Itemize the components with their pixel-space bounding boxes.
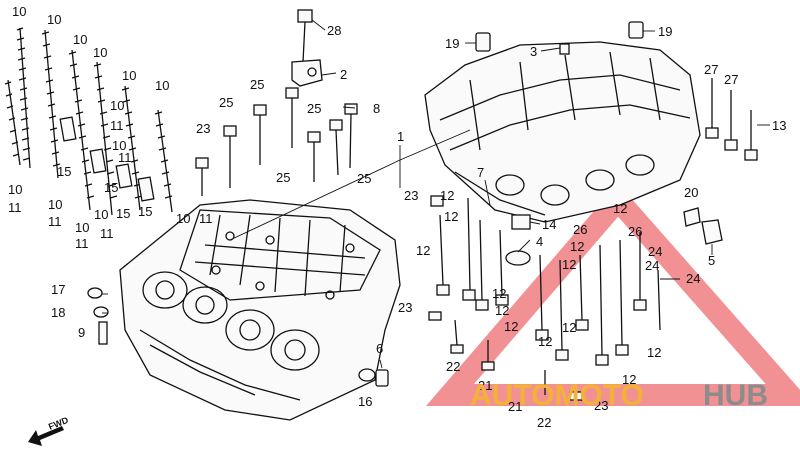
callout-7: 7 <box>477 165 484 180</box>
callout-12: 12 <box>495 303 509 318</box>
callout-12: 12 <box>444 209 458 224</box>
callout-14: 14 <box>542 217 556 232</box>
callout-23: 23 <box>196 121 210 136</box>
callout-15: 15 <box>116 206 130 221</box>
callout-19: 19 <box>658 24 672 39</box>
callout-12: 12 <box>562 320 576 335</box>
callout-16: 16 <box>358 394 372 409</box>
callout-10: 10 <box>176 211 190 226</box>
callout-23: 23 <box>404 188 418 203</box>
watermark-text: AUTOMOTO HUB <box>470 379 768 412</box>
bolts-27-13 <box>705 78 758 161</box>
callout-25: 25 <box>219 95 233 110</box>
callout-4: 4 <box>536 234 543 249</box>
watermark-word-hub: HUB <box>703 379 768 412</box>
callout-12: 12 <box>562 257 576 272</box>
callout-22: 22 <box>446 359 460 374</box>
callout-22: 22 <box>537 415 551 430</box>
callout-26: 26 <box>573 222 587 237</box>
callout-10: 10 <box>47 12 61 27</box>
callout-12: 12 <box>538 334 552 349</box>
callout-25: 25 <box>276 170 290 185</box>
callout-10: 10 <box>48 197 62 212</box>
callout-12: 12 <box>440 188 454 203</box>
callout-11: 11 <box>8 200 22 215</box>
screw-3 <box>559 43 570 55</box>
callout-24: 24 <box>686 271 700 286</box>
cylinder-head <box>119 199 401 421</box>
callout-10: 10 <box>122 68 136 83</box>
callout-12: 12 <box>570 239 584 254</box>
callout-18: 18 <box>51 305 65 320</box>
callout-labels: 10 10 10 10 10 10 10 11 10 11 15 10 11 1… <box>8 4 786 430</box>
watermark-triangle-logo <box>426 183 800 406</box>
callout-11: 11 <box>48 214 62 229</box>
upper-bolts <box>195 9 358 196</box>
callout-11: 11 <box>110 118 124 133</box>
callout-17: 17 <box>51 282 65 297</box>
callout-3: 3 <box>530 44 537 59</box>
callout-10: 10 <box>112 138 126 153</box>
callout-26: 26 <box>628 224 642 239</box>
cap-19-left <box>475 32 491 52</box>
callout-10: 10 <box>73 32 87 47</box>
callout-12: 12 <box>613 201 627 216</box>
callout-12: 12 <box>416 243 430 258</box>
callout-10: 10 <box>155 78 169 93</box>
callout-10: 10 <box>93 45 107 60</box>
callout-2: 2 <box>340 67 347 82</box>
callout-20: 20 <box>684 185 698 200</box>
callout-1: 1 <box>397 129 404 144</box>
callout-12: 12 <box>622 372 636 387</box>
callout-5: 5 <box>708 253 715 268</box>
small-parts-left <box>87 287 109 345</box>
callout-10: 10 <box>110 98 124 113</box>
callout-10: 10 <box>75 220 89 235</box>
callout-27: 27 <box>704 62 718 77</box>
callout-13: 13 <box>772 118 786 133</box>
callout-27: 27 <box>724 72 738 87</box>
callout-9: 9 <box>78 325 85 340</box>
callout-24: 24 <box>648 244 662 259</box>
callout-28: 28 <box>327 23 341 38</box>
callout-25: 25 <box>307 101 321 116</box>
seal-plug-6-16 <box>358 368 389 387</box>
callout-21: 21 <box>478 378 492 393</box>
callout-23: 23 <box>398 300 412 315</box>
callout-25: 25 <box>357 171 371 186</box>
callout-12: 12 <box>504 319 518 334</box>
callout-25: 25 <box>250 77 264 92</box>
cylinder-studs <box>4 27 173 216</box>
fittings-20-5 <box>683 207 723 245</box>
callout-11: 11 <box>199 211 213 226</box>
callout-19: 19 <box>445 36 459 51</box>
callout-21: 21 <box>508 399 522 414</box>
callout-24: 24 <box>645 258 659 273</box>
camshaft-holder <box>424 41 701 223</box>
callout-12: 12 <box>492 286 506 301</box>
callout-15: 15 <box>57 164 71 179</box>
callout-11: 11 <box>100 226 114 241</box>
callout-11: 11 <box>118 150 132 165</box>
callout-10: 10 <box>94 207 108 222</box>
callout-10: 10 <box>8 182 22 197</box>
watermark-word-automoto: AUTOMOTO <box>470 379 644 412</box>
cap-19-right <box>628 21 644 39</box>
callout-15: 15 <box>138 204 152 219</box>
callout-11: 11 <box>75 236 89 251</box>
callout-6: 6 <box>376 341 383 356</box>
callout-15: 15 <box>104 180 118 195</box>
callout-10: 10 <box>12 4 26 19</box>
callout-8: 8 <box>373 101 380 116</box>
holder-bolts <box>428 195 661 401</box>
callout-23: 23 <box>594 398 608 413</box>
callout-12: 12 <box>647 345 661 360</box>
fwd-arrow: FWD <box>28 415 70 446</box>
leader-lines <box>102 19 770 405</box>
